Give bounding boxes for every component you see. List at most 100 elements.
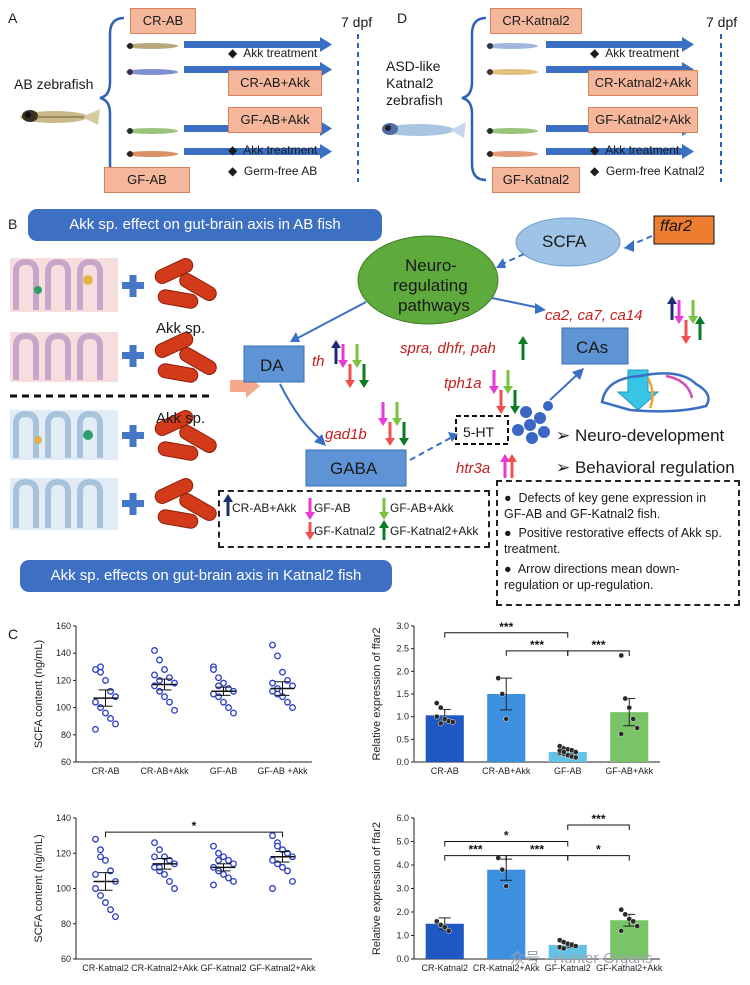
y-tick-label: 140 [56,648,71,658]
data-point [166,674,173,682]
chart-ffar2-ab: Relative expression of ffar2 0.0 0.5 1.0 1.5… [371,620,660,776]
significance-bracket [444,841,569,847]
y-tick-label: 6.0 [396,813,409,823]
y-tick-label: 0.0 [396,757,409,767]
data-point [220,679,227,687]
data-point [630,918,637,925]
gene-htr3a: htr3a [456,460,491,477]
y-axis-label: Relative expression of ffar2 [371,627,383,760]
larva-cr-ab-akk [126,69,178,75]
y-axis-label: SCFA content (ng/mL) [33,640,45,748]
x-tick-label: GF-AB +Akk [257,766,308,776]
chart-scfa-katnal2: SCFA content (ng/mL)6080100120140CR-Katn… [33,813,316,973]
regulation-arrows [331,296,705,478]
bar [610,920,649,959]
y-tick-label: 120 [56,848,71,858]
ffar2-box [653,215,715,245]
data-point [107,906,114,914]
y-tick-label: 100 [56,703,71,713]
x-tick-label: GF-AB [210,766,238,776]
significance-label: *** [530,843,544,857]
akk-treatment-a1-text: Akk treatment [243,46,318,60]
data-point [107,715,114,722]
plus-signs [122,275,144,515]
note-3: ● Arrow directions mean down-regulation … [504,562,680,592]
dpf-a-label: 7 dpf [341,14,373,30]
y-tick-label: 120 [56,675,71,685]
y-tick-label: 2.0 [396,907,409,917]
gf-ab-box: GF-AB [104,167,190,193]
data-point [215,674,222,682]
data-point [433,713,440,720]
data-point [97,663,104,671]
chart-ffar2-katnal2: Relative expression of ffar20.01.02.03.0… [371,812,663,973]
data-point [102,899,109,907]
gene-spra: spra, dhfr, pah [400,340,496,357]
y-tick-label: 60 [61,757,71,767]
y-tick-label: 100 [56,884,71,894]
akk-treatment-a1: ◆ Akk treatment [228,46,318,60]
legend-cr-ab-akk: CR-AB+Akk [232,501,297,515]
note-2: ● Positive restorative effects of Akk sp… [504,526,722,556]
ab-fish-image [20,109,100,125]
data-point [572,749,579,755]
notes-box [496,480,740,606]
significance-bracket [105,831,283,838]
y-tick-label: 0.5 [396,734,409,744]
gut-bacteria-illustrations [10,258,260,530]
data-point [112,913,119,921]
data-point [289,877,296,885]
data-point [441,924,448,931]
y-tick-label: 160 [56,621,71,631]
gene-tph1a: tph1a [444,375,482,392]
y-tick-label: 80 [61,919,71,929]
gf-ab-akk-box: GF-AB+Akk [228,107,322,133]
akk-treatment-d1-text: Akk treatment [605,46,680,60]
gf-katnal2-box: GF-Katnal2 [492,167,580,193]
data-point [230,709,237,717]
y-tick-label: 1.5 [396,689,409,699]
y-tick-label: 1.0 [396,712,409,722]
outcome-neuro-development-text: Neuro-development [574,426,725,445]
data-point [433,700,440,706]
legend-gf-ab-akk: GF-AB+Akk [390,501,454,515]
larva-cr-katnal2 [486,43,538,49]
gene-gad1b: gad1b [325,426,367,443]
gut-row-4 [10,478,118,530]
data-point [166,698,173,706]
x-tick-label: GF-Katnal2+Akk [249,963,316,973]
bar [425,715,464,762]
data-point [499,691,506,697]
data-point [92,835,99,843]
significance-label: * [504,829,509,843]
neuro-label-3: pathways [398,296,470,315]
data-point [210,881,217,889]
data-point [151,647,158,654]
germ-free-ab: ◆ Germ-free AB [228,164,318,178]
data-point [630,716,637,722]
data-point [289,682,296,690]
y-tick-label: 0.0 [396,954,409,964]
data-point [289,704,296,712]
da-box [243,345,305,383]
data-point [503,883,510,890]
note-1-text: Defects of key gene expression in GF-AB … [504,491,707,521]
data-point [166,877,173,885]
data-point [618,927,625,934]
data-point [572,754,579,761]
data-point [269,679,276,687]
y-tick-label: 3.0 [396,621,409,631]
significance-label: *** [468,843,482,857]
katnal2-fish-label-1: ASD-like [386,58,441,74]
significance-label: *** [591,812,605,826]
dpf-d-label: 7 dpf [706,14,738,30]
larva-cr-ab [126,43,178,49]
legend-gf-katnal2-akk: GF-Katnal2+Akk [390,524,479,538]
larva-gf-ab [126,151,178,157]
serotonin-dots [512,401,553,444]
data-point [161,666,168,673]
katnal2-fish-label-3: zebrafish [386,92,443,108]
data-point [97,668,104,676]
chart-scfa-ab: SCFA content (ng/mL)6080100120140160CR-A… [33,621,312,776]
x-tick-label: CR-Katnal2 [82,963,129,973]
